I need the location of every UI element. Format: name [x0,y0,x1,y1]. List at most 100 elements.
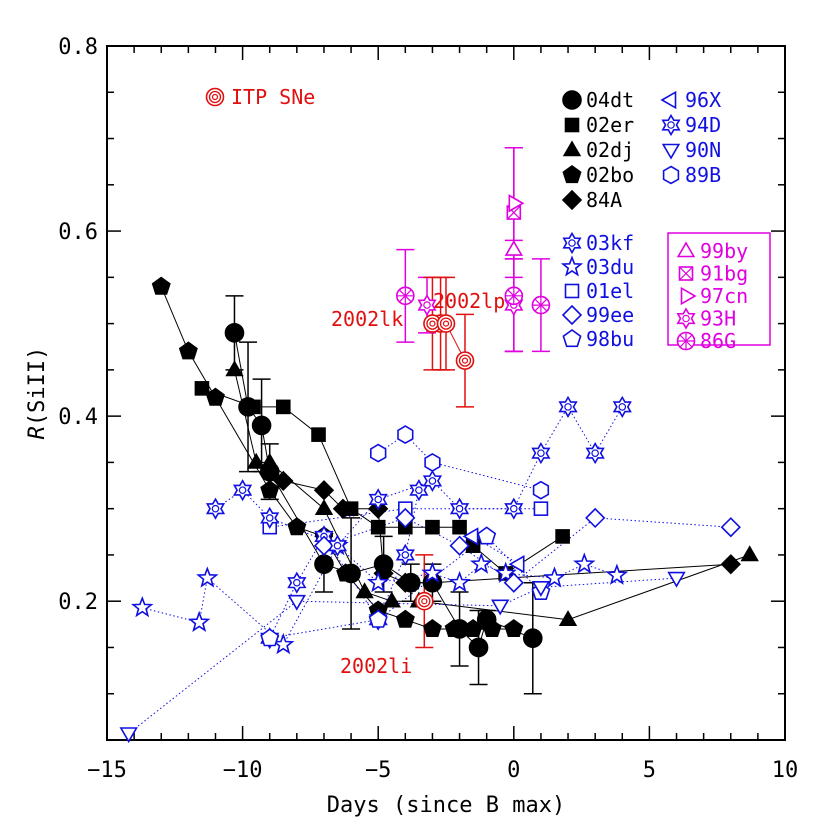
point-90N [531,580,551,597]
point-01el [533,501,549,516]
legend-marker-03kf [562,231,582,255]
y-tick-labels: 0.20.40.60.8 [58,35,98,615]
legend-marker-04dt [562,90,582,110]
legend-marker-84A [561,189,583,211]
line-02er [201,387,563,575]
point-94D [368,488,388,511]
point-94D [260,506,280,529]
point-02bo [260,480,280,499]
legend-label-02bo: 02bo [586,163,634,187]
legend: 04dt02er02dj02bo84A96X94D90N89B03kf03du0… [560,88,748,353]
legend-label-98bu: 98bu [586,327,634,351]
point-94D [205,497,226,520]
point-94D [531,441,551,465]
point-04dt [314,554,334,574]
point-02bo [463,619,483,638]
y-axis-label-siii: (SiII) [25,347,50,426]
legend-label-89B: 89B [685,163,721,187]
point-90N [287,594,306,611]
point-99ee [449,535,470,556]
point-03du [367,570,390,593]
point-84A [720,554,741,575]
point-02bo [482,619,502,638]
svg-text:ITP SNe: ITP SNe [231,85,315,109]
point-02bo [336,563,356,582]
point-02dj [314,499,334,516]
point-99ee [395,507,416,529]
point-02er [246,399,261,415]
legend-label-91bg: 91bg [700,262,748,286]
point-02er [425,519,440,535]
y-axis-label: R(SiII) [25,347,50,440]
point-03du [469,552,493,574]
point-03du [188,610,211,633]
legend-marker-97cn [680,286,697,306]
point-96X [508,555,525,574]
legend-label-04dt: 04dt [586,88,634,112]
axis-ticks [106,45,786,741]
point-04dt [468,637,489,658]
legend-marker-99ee [561,304,583,326]
legend-label-84A: 84A [586,188,622,212]
legend-label-01el: 01el [586,279,634,303]
legend-label-99by: 99by [700,239,748,263]
point-89B [424,452,441,472]
point-02bo [422,619,442,638]
point-02er [311,427,326,442]
point-02bo [504,619,524,638]
point-97cn [508,194,525,213]
legend-marker-98bu [562,329,582,348]
point-2002lp [455,351,475,370]
legend-marker-02bo [562,165,582,184]
x-tick-label: 5 [643,758,656,783]
point-84A [313,480,335,501]
y-tick-label: 0.4 [58,405,98,430]
data-points [119,194,759,744]
line-89B [377,433,542,491]
legend-label-02dj: 02dj [586,138,634,162]
point-03du [196,566,219,588]
point-02bo [151,276,171,295]
point-02er [275,399,291,415]
point-90N [491,599,510,616]
point-98bu [368,609,388,628]
point-03du [494,561,517,583]
point-94D [585,441,605,465]
legend-marker-90N [661,143,681,160]
point-02bo [444,619,464,638]
legend-label-97cn: 97cn [700,284,748,308]
point-2002li [415,591,434,611]
point-02dj [355,582,374,599]
point-99ee [503,572,524,593]
point-02er [452,519,467,535]
point-02dj [558,610,578,627]
point-02bo [287,517,307,536]
legend-label-94D: 94D [685,113,721,137]
point-94D [422,469,443,492]
legend-marker-03du [560,255,584,277]
y-tick-label: 0.2 [58,590,98,615]
itp-bullseye-icon [205,87,225,107]
x-tick-label: −10 [223,758,263,783]
y-tick-label: 0.6 [58,220,98,245]
point-89B [397,425,414,445]
point-03du [421,561,444,583]
point-86G [531,295,551,315]
point-89B [369,443,387,463]
point-02dj [740,545,759,562]
itp-bullseye-icon [205,87,225,107]
legend-marker-01el [564,283,580,299]
x-axis-label: Days (since B max) [327,793,565,818]
legend-marker-02er [564,117,580,133]
x-tick-label: −5 [365,758,392,783]
legend-label-03du: 03du [586,255,634,279]
annotation-2002lk: 2002lk [331,307,403,331]
point-94D [327,534,348,557]
legend-label-02er: 02er [586,113,634,137]
point-02bo [205,387,225,406]
y-axis-label-r: R [25,426,50,439]
x-tick-label: 0 [507,758,520,783]
legend-marker-86G [676,331,696,351]
point-04dt [522,628,543,649]
